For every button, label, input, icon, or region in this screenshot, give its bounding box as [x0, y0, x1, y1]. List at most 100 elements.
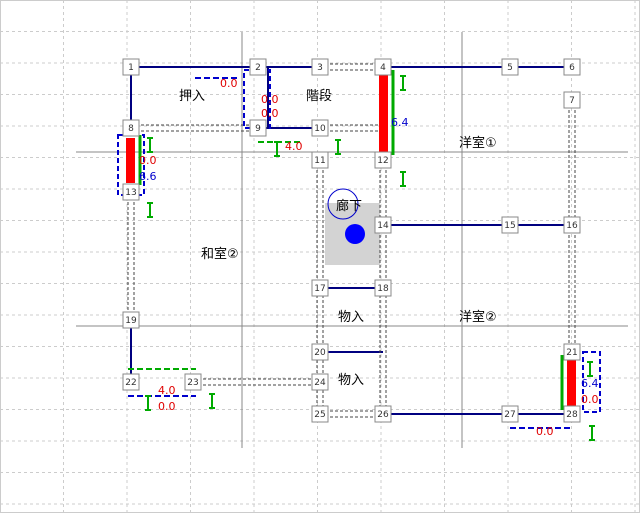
node-label: 16 — [566, 221, 578, 231]
node-label: 23 — [187, 378, 198, 388]
circle-marker[interactable] — [327, 188, 359, 220]
node-15[interactable]: 15 — [501, 216, 519, 234]
node-label: 1 — [128, 63, 134, 73]
node-label: 4 — [380, 63, 386, 73]
node-24[interactable]: 24 — [311, 373, 329, 391]
blue-frame-21 — [582, 351, 601, 413]
node-25[interactable]: 25 — [311, 405, 329, 423]
node-19[interactable]: 19 — [122, 311, 140, 329]
node-4[interactable]: 4 — [374, 58, 392, 76]
node-9[interactable]: 9 — [249, 119, 267, 137]
node-17[interactable]: 17 — [311, 279, 329, 297]
node-label: 8 — [128, 124, 134, 134]
node-label: 19 — [125, 316, 137, 326]
i-marker — [209, 393, 215, 409]
node-box[interactable] — [311, 279, 329, 297]
value-21-red: 0.0 — [581, 393, 599, 406]
node-label: 21 — [566, 348, 577, 358]
room-label-youshitsu2: 洋室② — [459, 309, 497, 325]
node-box[interactable] — [311, 151, 329, 169]
node-27[interactable]: 27 — [501, 405, 519, 423]
i-marker — [145, 395, 151, 411]
node-box[interactable] — [122, 119, 140, 137]
node-box[interactable] — [563, 216, 581, 234]
room-label-washitsu2: 和室② — [201, 246, 239, 262]
node-box[interactable] — [501, 405, 519, 423]
room-label-youshitsu1: 洋室① — [459, 135, 497, 151]
node-box[interactable] — [311, 58, 329, 76]
room-labels: 押入 階段 洋室① 廊下 和室② 物入 洋室② 物入 — [179, 89, 497, 388]
node-box[interactable] — [374, 58, 392, 76]
value-27-red: 0.0 — [536, 425, 554, 438]
red-bar-4 — [379, 70, 388, 155]
node-1[interactable]: 1 — [122, 58, 140, 76]
node-box[interactable] — [122, 58, 140, 76]
node-box[interactable] — [311, 405, 329, 423]
green-i-markers — [145, 75, 595, 441]
node-box[interactable] — [501, 58, 519, 76]
room-label-monoire-bottom: 物入 — [338, 373, 364, 388]
node-box[interactable] — [563, 58, 581, 76]
value-22-red: 4.0 — [158, 384, 176, 397]
node-box[interactable] — [563, 91, 581, 109]
value-4-blue: 6.4 — [391, 116, 409, 129]
node-box[interactable] — [563, 405, 581, 423]
value-22-red2: 0.0 — [158, 400, 176, 413]
node-7[interactable]: 7 — [563, 91, 581, 109]
value-9-a: 0.0 — [261, 93, 279, 106]
node-box[interactable] — [311, 119, 329, 137]
node-20[interactable]: 20 — [311, 343, 329, 361]
i-marker — [589, 425, 595, 441]
node-8[interactable]: 8 — [122, 119, 140, 137]
node-box[interactable] — [563, 343, 581, 361]
node-13[interactable]: 13 — [122, 183, 140, 201]
node-box[interactable] — [122, 183, 140, 201]
room-label-monoire-mid: 物入 — [338, 310, 364, 325]
node-11[interactable]: 11 — [311, 151, 329, 169]
node-box[interactable] — [374, 279, 392, 297]
node-5[interactable]: 5 — [501, 58, 519, 76]
node-box[interactable] — [374, 405, 392, 423]
i-marker — [400, 171, 406, 187]
double-walls — [127, 63, 576, 418]
i-marker — [274, 141, 280, 157]
value-21-blue: 6.4 — [581, 377, 599, 390]
node-26[interactable]: 26 — [374, 405, 392, 423]
node-label: 6 — [569, 63, 575, 73]
node-label: 22 — [125, 378, 136, 388]
node-box[interactable] — [311, 343, 329, 361]
node-box[interactable] — [501, 216, 519, 234]
node-box[interactable] — [122, 373, 140, 391]
room-label-rouka: 廊下 — [336, 198, 362, 214]
node-6[interactable]: 6 — [563, 58, 581, 76]
node-12[interactable]: 12 — [374, 151, 392, 169]
node-28[interactable]: 28 — [563, 405, 581, 423]
node-box[interactable] — [184, 373, 202, 391]
node-21[interactable]: 21 — [563, 343, 581, 361]
value-10-red: 4.0 — [285, 140, 303, 153]
node-label: 5 — [507, 63, 513, 73]
node-label: 17 — [314, 284, 325, 294]
node-box[interactable] — [249, 119, 267, 137]
i-marker — [400, 75, 406, 91]
node-2[interactable]: 2 — [249, 58, 267, 76]
node-label: 18 — [377, 284, 389, 294]
node-16[interactable]: 16 — [563, 216, 581, 234]
node-box[interactable] — [249, 58, 267, 76]
node-22[interactable]: 22 — [122, 373, 140, 391]
node-box[interactable] — [311, 373, 329, 391]
node-14[interactable]: 14 — [374, 216, 392, 234]
node-box[interactable] — [374, 151, 392, 169]
node-3[interactable]: 3 — [311, 58, 329, 76]
node-23[interactable]: 23 — [184, 373, 202, 391]
position-dot[interactable] — [345, 224, 365, 244]
node-10[interactable]: 10 — [311, 119, 329, 137]
node-label: 14 — [377, 221, 389, 231]
node-box[interactable] — [374, 216, 392, 234]
i-marker — [147, 137, 153, 153]
node-box[interactable] — [122, 311, 140, 329]
node-label: 28 — [566, 410, 578, 420]
node-18[interactable]: 18 — [374, 279, 392, 297]
red-bar-8 — [126, 138, 135, 183]
